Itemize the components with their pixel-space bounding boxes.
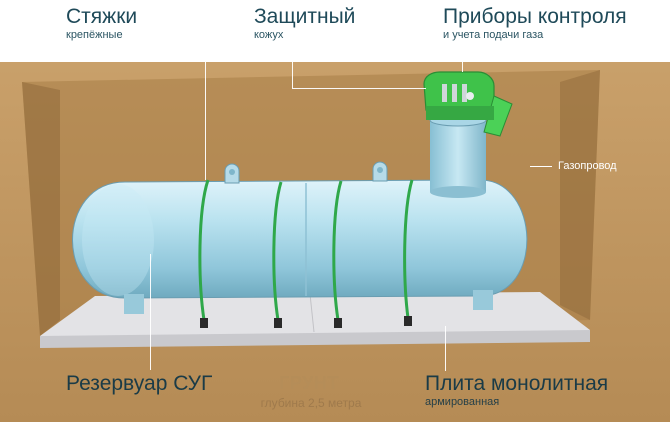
label-plita-title: Плита монолитная <box>425 372 609 395</box>
leader-pribory <box>462 46 463 72</box>
leader-plita <box>445 326 446 371</box>
label-stiazhki-title: Стяжки <box>66 5 138 28</box>
label-kozhukh-sub: кожух <box>254 29 284 41</box>
tank <box>72 161 528 314</box>
control-devices-cover <box>423 71 513 137</box>
leader-rezervuar <box>150 254 151 370</box>
label-stiazhki-sub: крепёжные <box>66 29 123 41</box>
strap-anchors <box>200 316 412 328</box>
leader-gazoprovod <box>530 166 552 167</box>
leader-kozhukh-h <box>292 88 426 89</box>
label-kozhukh-title: Защитный <box>254 5 356 28</box>
label-gazoprovod: Газопровод <box>558 160 617 172</box>
label-rezervuar: Резервуар СУГ <box>66 372 213 395</box>
label-plita-sub: армированная <box>425 396 500 408</box>
leader-stiazhki <box>205 46 206 180</box>
label-pribory-title: Приборы контроля <box>443 5 627 28</box>
label-plita: Плита монолитная армированная <box>425 372 608 409</box>
label-pribory: Приборы контроля и учета подачи газа <box>443 5 627 42</box>
label-pribory-sub: и учета подачи газа <box>443 29 544 41</box>
label-kozhukh: Защитный кожух <box>254 5 355 42</box>
label-grunt-title: ГРУНТ <box>279 373 339 393</box>
label-grunt-sub: глубина 2,5 метра <box>260 396 362 410</box>
leader-kozhukh <box>292 46 293 88</box>
label-stiazhki: Стяжки крепёжные <box>66 5 137 42</box>
fastening-straps <box>198 179 414 321</box>
protective-casing <box>429 113 487 198</box>
concrete-slab <box>40 292 590 348</box>
